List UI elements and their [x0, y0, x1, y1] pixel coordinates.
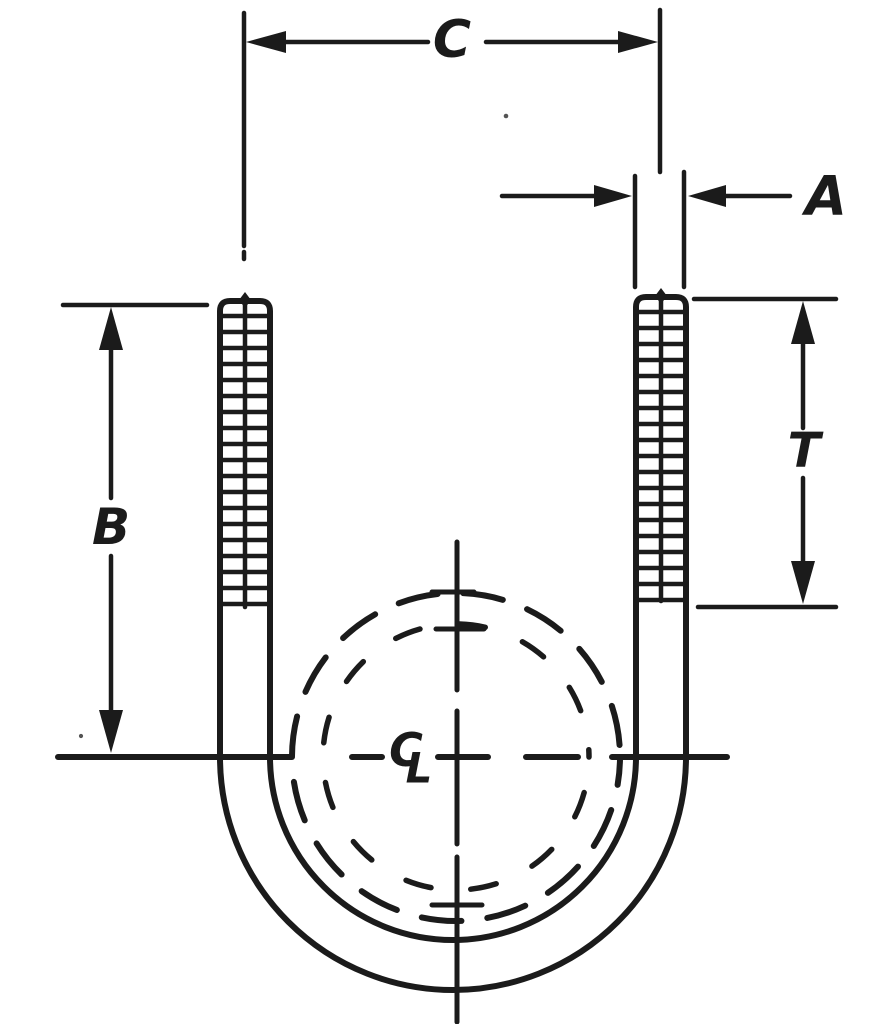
dim-a-extension-lines	[632, 169, 687, 290]
dim-a-arrow-left-icon	[688, 185, 726, 207]
paper-speck	[503, 113, 509, 119]
dim-t-arrow-up-icon	[791, 301, 815, 344]
dim-b-arrow-up-icon	[99, 307, 123, 350]
dim-c-arrow-left-icon	[246, 31, 286, 53]
dim-label-b: B	[92, 498, 130, 556]
pipe-inner-dashed-circle	[320, 621, 592, 893]
paper-speck	[78, 733, 84, 739]
dimension-t: T	[691, 296, 839, 610]
dim-b-arrow-down-icon	[99, 710, 123, 753]
dim-c-arrow-right-icon	[618, 31, 658, 53]
dimension-b: B	[60, 302, 210, 753]
u-bolt-body	[217, 288, 689, 993]
centerline-symbol-c: C	[389, 723, 423, 777]
dimension-a: A	[499, 165, 847, 290]
right-leg-top-center-mark	[655, 288, 667, 304]
left-leg-top-center-mark	[239, 292, 251, 308]
centerline-tick-marks	[429, 589, 487, 908]
dim-label-a: A	[801, 165, 847, 228]
centerline-symbol: C L	[389, 723, 432, 793]
u-bolt-bend-outer-arc	[217, 754, 689, 993]
u-bolt-bend-inner-arc	[267, 754, 639, 943]
centerline-symbol-l: L	[406, 744, 433, 793]
dim-a-arrow-right-icon	[594, 185, 632, 207]
centerlines: C L	[55, 539, 730, 1024]
dim-label-c: C	[433, 10, 471, 70]
dim-label-t: T	[788, 423, 824, 479]
dim-t-arrow-down-icon	[791, 561, 815, 604]
dimension-c: C	[241, 7, 663, 262]
